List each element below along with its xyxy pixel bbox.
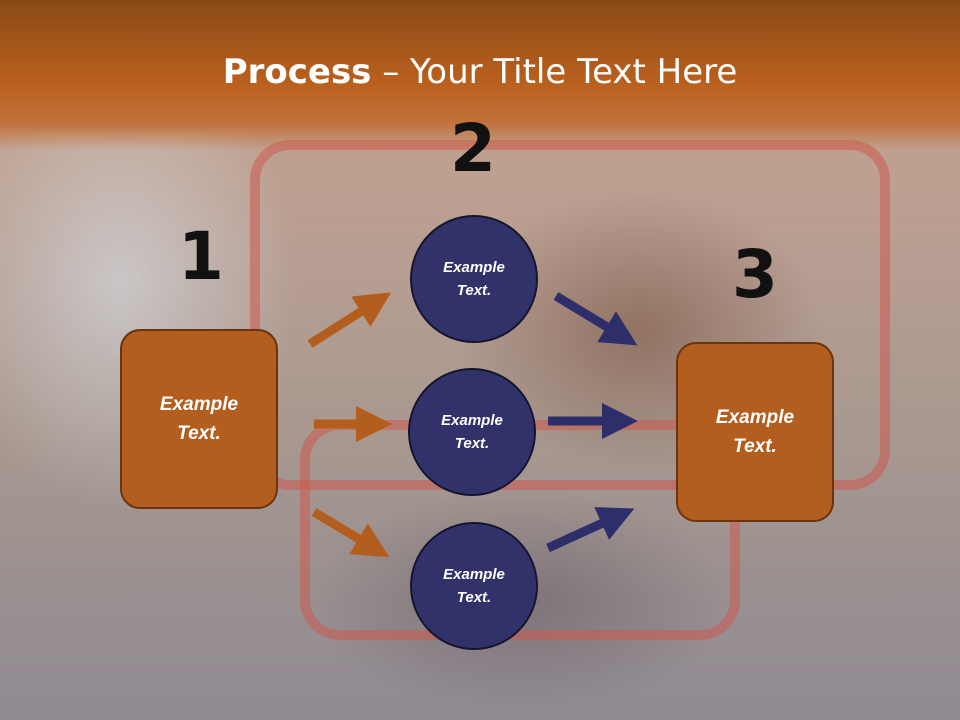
arrow-to-circle-top [307,292,392,348]
process-circle-middle[interactable]: Example Text. [408,368,536,496]
right-box-text: Example Text. [715,407,795,457]
left-text-box[interactable]: Example Text. [120,329,278,509]
right-text-box[interactable]: Example Text. [676,342,834,522]
left-box-text: Example Text. [159,394,239,444]
arrow-from-circle-top [553,292,638,346]
circle-middle-text: Example Text. [441,412,503,452]
circle-top-text: Example Text. [443,259,505,299]
title-rest: – Your Title Text Here [371,52,738,92]
title-bold: Process [222,52,372,92]
step-number-2: 2 [450,110,496,187]
slide-title: Process – Your Title Text Here [0,52,960,92]
title-band [0,0,960,150]
arrow-to-circle-bottom [311,508,390,558]
circle-bottom-text: Example Text. [443,566,505,606]
process-circle-top[interactable]: Example Text. [410,215,538,343]
step-number-3: 3 [732,236,778,313]
arrow-from-circle-bottom [546,507,635,553]
process-circle-bottom[interactable]: Example Text. [410,522,538,650]
step-number-1: 1 [178,218,224,295]
